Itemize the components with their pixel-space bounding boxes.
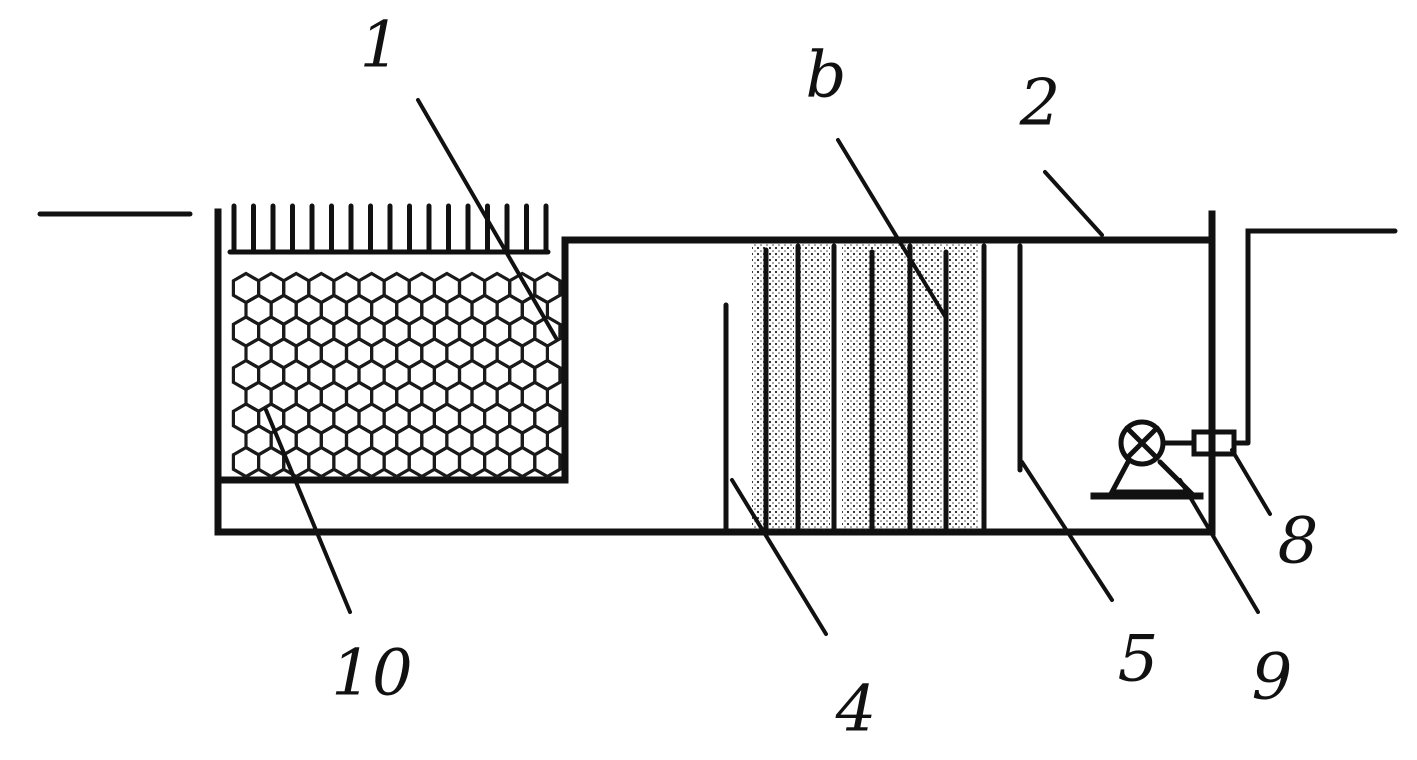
honeycomb-cell	[307, 445, 336, 479]
honeycomb-media	[231, 271, 562, 479]
packing-media	[752, 243, 987, 531]
pump	[1090, 419, 1204, 500]
label-part-6: b	[806, 39, 847, 113]
leader-1	[416, 98, 558, 340]
label-part-9: 9	[1252, 641, 1293, 715]
honeycomb-cell	[483, 445, 512, 479]
honeycomb-cell	[407, 445, 436, 479]
honeycomb-cell	[231, 445, 261, 479]
leader-6	[836, 138, 948, 320]
leader-5	[1020, 460, 1114, 602]
leader-4	[730, 478, 828, 636]
label-part-10: 10	[331, 637, 412, 711]
label-part-5: 5	[1118, 623, 1159, 697]
label-part-8: 8	[1278, 505, 1319, 579]
filter-basket	[218, 203, 569, 484]
label-part-1: 1	[360, 9, 401, 83]
leader-2	[1043, 170, 1104, 237]
ground-line-right	[1245, 228, 1398, 445]
leader-9	[1178, 478, 1260, 614]
honeycomb-cell	[533, 445, 562, 479]
leader-8	[1230, 448, 1272, 516]
honeycomb-cell	[332, 445, 361, 479]
label-part-4: 4	[835, 673, 877, 747]
honeycomb-cell	[508, 445, 537, 479]
main-tank	[214, 208, 1216, 536]
filter-comb-teeth	[231, 203, 549, 253]
leader-10	[264, 408, 352, 614]
honeycomb-cell	[457, 445, 487, 479]
label-part-2: 2	[1019, 67, 1061, 141]
honeycomb-cell	[382, 445, 411, 479]
honeycomb-cell	[357, 445, 386, 479]
honeycomb-cell	[432, 445, 462, 479]
honeycomb-cell	[257, 445, 286, 479]
